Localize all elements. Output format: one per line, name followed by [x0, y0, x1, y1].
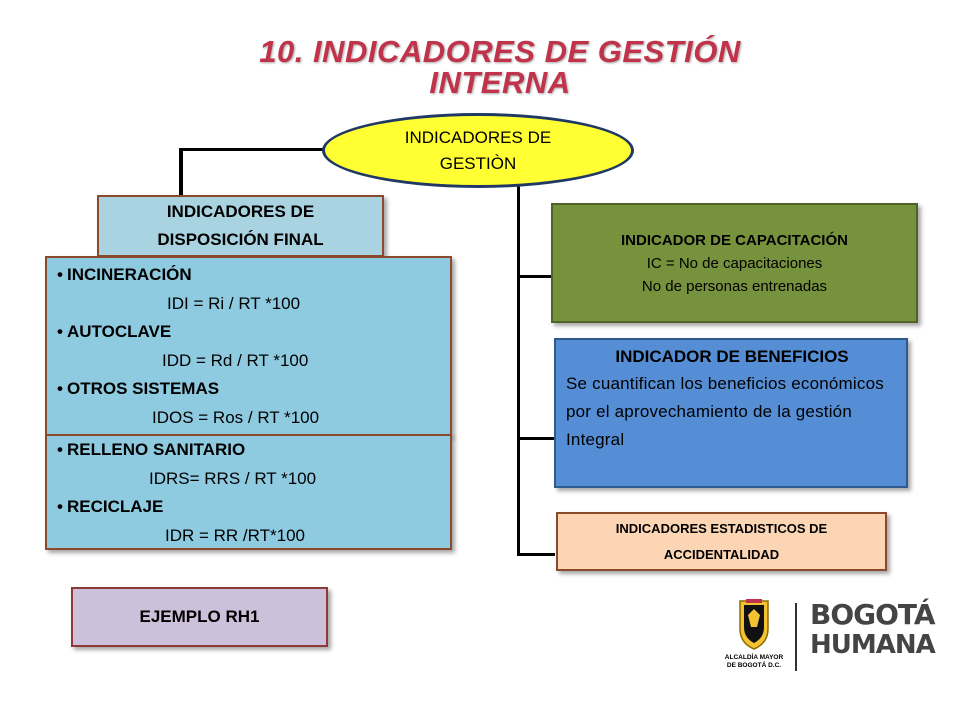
- item-label: OTROS SISTEMAS: [57, 375, 450, 403]
- logo-divider: [795, 603, 797, 671]
- coat-of-arms-icon: [739, 599, 769, 650]
- list-item: INCINERACIÓN IDI = Ri / RT *100: [57, 261, 450, 318]
- list-item: OTROS SISTEMAS IDOS = Ros / RT *100: [57, 375, 450, 432]
- estadisticos-line1: INDICADORES ESTADISTICOS DE: [615, 520, 828, 536]
- disposicion-group-a: INCINERACIÓN IDI = Ri / RT *100 AUTOCLAV…: [45, 256, 452, 436]
- beneficios-text: Se cuantifican los beneficios económicos…: [566, 374, 884, 449]
- connector-left-vertical: [179, 148, 183, 196]
- slide-title-line2: INTERNA: [429, 65, 571, 100]
- estadisticos-line2: ACCIDENTALIDAD: [663, 546, 780, 562]
- item-label: RECICLAJE: [57, 493, 450, 521]
- item-formula: IDOS = Ros / RT *100: [152, 408, 320, 427]
- connector-beneficios: [517, 437, 555, 440]
- capacitacion-line1: IC = No de capacitaciones: [646, 254, 823, 272]
- connector-capacitacion: [517, 275, 552, 278]
- root-node: INDICADORES DE GESTIÒN: [322, 113, 634, 188]
- alcaldia-label: ALCALDÍA MAYOR DE BOGOTÁ D.C.: [712, 654, 796, 670]
- disposicion-header-box: INDICADORES DE DISPOSICIÓN FINAL: [97, 195, 384, 257]
- alcaldia-line1: ALCALDÍA MAYOR: [724, 654, 784, 661]
- item-label: INCINERACIÓN: [57, 261, 450, 289]
- slide-title: 10. INDICADORES DE GESTIÓN INTERNA: [120, 36, 880, 98]
- estadisticos-box: INDICADORES ESTADISTICOS DE ACCIDENTALID…: [556, 512, 887, 571]
- list-item: RELLENO SANITARIO IDRS= RRS / RT *100: [57, 436, 450, 493]
- brand-line2: HUMANA: [810, 630, 936, 660]
- root-node-line2: GESTIÒN: [439, 153, 517, 173]
- capacitacion-title: INDICADOR DE CAPACITACIÓN: [621, 231, 848, 249]
- item-formula: IDR = RR /RT*100: [165, 526, 305, 545]
- disposicion-header-line1: INDICADORES DE: [166, 202, 315, 221]
- list-item: AUTOCLAVE IDD = Rd / RT *100: [57, 318, 450, 375]
- root-node-line1: INDICADORES DE: [404, 127, 552, 147]
- connector-trunk: [517, 185, 520, 556]
- bogota-humana-wordmark: BOGOTÁ HUMANA: [810, 598, 936, 660]
- item-formula: IDD = Rd / RT *100: [162, 351, 309, 370]
- capacitacion-line2: No de personas entrenadas: [641, 277, 828, 295]
- brand-line1: BOGOTÁ: [810, 598, 936, 631]
- item-formula: IDI = Ri / RT *100: [167, 294, 301, 313]
- bogota-logo: ALCALDÍA MAYOR DE BOGOTÁ D.C. BOGOTÁ HUM…: [712, 597, 936, 677]
- disposicion-group-b: RELLENO SANITARIO IDRS= RRS / RT *100 RE…: [45, 434, 452, 550]
- beneficios-title: INDICADOR DE BENEFICIOS: [615, 347, 849, 366]
- beneficios-box: INDICADOR DE BENEFICIOS Se cuantifican l…: [554, 338, 908, 488]
- alcaldia-line2: DE BOGOTÁ D.C.: [726, 662, 782, 669]
- item-label: AUTOCLAVE: [57, 318, 450, 346]
- item-label: RELLENO SANITARIO: [57, 436, 450, 464]
- ejemplo-rh1-label: EJEMPLO RH1: [139, 607, 260, 626]
- disposicion-header-line2: DISPOSICIÓN FINAL: [157, 230, 324, 249]
- slide-title-line1: 10. INDICADORES DE GESTIÓN: [259, 34, 741, 69]
- capacitacion-box: INDICADOR DE CAPACITACIÓN IC = No de cap…: [551, 203, 918, 323]
- item-formula: IDRS= RRS / RT *100: [149, 469, 317, 488]
- ejemplo-rh1-button[interactable]: EJEMPLO RH1: [71, 587, 328, 647]
- list-item: RECICLAJE IDR = RR /RT*100: [57, 493, 450, 550]
- connector-estadisticos: [517, 553, 555, 556]
- connector-left-horizontal: [179, 148, 329, 151]
